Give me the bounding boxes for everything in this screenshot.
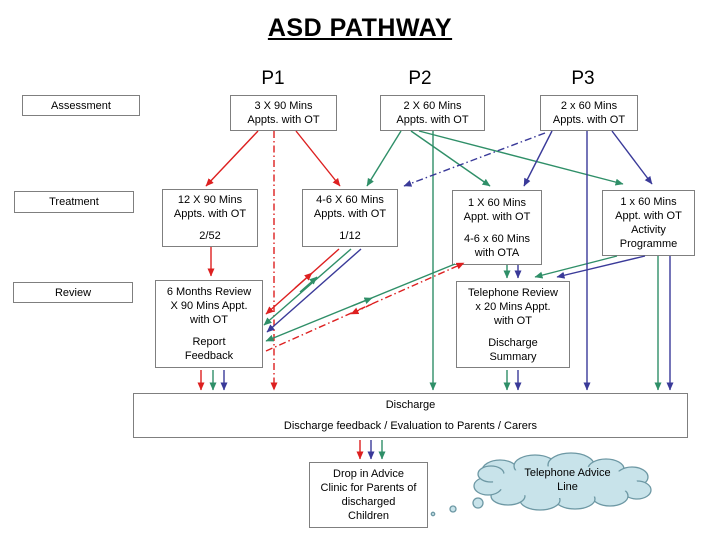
box-line: 12 X 90 Mins: [177, 194, 243, 206]
arrow-p3-assess-to-1x60: [523, 130, 553, 187]
box-note: 2/52: [199, 230, 221, 242]
row-label-review-text: Review: [54, 286, 92, 299]
box-note: 1/12: [339, 230, 361, 242]
box-line: with OT: [190, 314, 228, 326]
box-line: Telephone Review: [468, 286, 558, 299]
thought-bubble-dot: [449, 505, 457, 513]
box-line: Summary: [489, 350, 537, 363]
box-line: discharged: [341, 496, 396, 508]
box-line: 6 Months Review: [166, 286, 252, 298]
box-p3-assessment: 2 x 60 Mins Appts. with OT: [540, 95, 638, 131]
box-discharge: Discharge Discharge feedback / Evaluatio…: [133, 393, 688, 438]
box-line: 4-6 X 60 Mins: [316, 194, 384, 206]
box-p2-assessment: 2 X 60 Mins Appts. with OT: [380, 95, 485, 131]
box-line: Appts. with OT: [313, 208, 387, 220]
box-review-6-months: 6 Months Review X 90 Mins Appt. with OT …: [155, 280, 263, 368]
box-line: Programme: [619, 238, 678, 250]
arrow-review-to-ota-green-mid: [351, 297, 373, 307]
arrow-activity-to-telephone-blue: [556, 255, 646, 279]
box-treatment-activity-programme: 1 x 60 Mins Appt. with OT Activity Progr…: [602, 190, 695, 256]
arrow-review-to-4-6x60-green-mid: [299, 276, 318, 293]
arrow-ota-to-review-green: [265, 263, 456, 342]
box-line: Appt. with OT: [463, 210, 531, 223]
box-line: Feedback: [184, 350, 234, 362]
box-line: Activity: [631, 224, 666, 236]
box-line: 2 X 60 Mins: [403, 100, 462, 112]
telephone-advice-label: Telephone Advice Line: [495, 466, 640, 494]
arrow-activity-to-telephone-green: [534, 255, 618, 279]
box-p1-assessment: 3 X 90 Mins Appts. with OT: [230, 95, 337, 131]
box-line: Drop in Advice: [333, 468, 404, 480]
arrow-ota-to-review-dashdot-mid: [350, 303, 373, 315]
box-line: X 90 Mins Appt.: [170, 300, 248, 312]
arrow-p3-assess-to-activity: [611, 130, 653, 185]
column-label-p3: P3: [571, 68, 595, 89]
box-drop-in-clinic: Drop in Advice Clinic for Parents of dis…: [309, 462, 428, 528]
box-line: with OT: [494, 314, 532, 327]
box-line: Clinic for Parents of: [320, 482, 417, 494]
thought-bubble-dot: [430, 511, 436, 517]
arrow-p2-assess-to-4-6x60: [366, 130, 402, 187]
box-line: x 20 Mins Appt.: [475, 300, 551, 313]
box-line: Line: [557, 481, 578, 493]
arrow-p2-assess-to-1x60: [410, 130, 491, 187]
box-line: 1 X 60 Mins: [467, 196, 527, 209]
box-line: 4-6 x 60 Mins: [463, 232, 531, 245]
arrow-p1-assess-to-12x90: [205, 130, 259, 187]
box-line: Appts. with OT: [173, 208, 247, 220]
box-line: Children: [348, 510, 389, 522]
box-line: 2 x 60 Mins: [560, 100, 618, 112]
column-label-p1: P1: [261, 68, 285, 89]
row-label-review: Review: [13, 282, 133, 303]
arrow-4-6x60-to-review-blue: [266, 248, 362, 333]
page-title: ASD PATHWAY: [267, 14, 453, 42]
box-line: Report: [192, 336, 226, 348]
box-line: Appts. with OT: [552, 114, 626, 126]
thought-bubble-dot: [472, 497, 484, 509]
box-review-telephone: Telephone Review x 20 Mins Appt. with OT…: [456, 281, 570, 368]
row-label-assessment-text: Assessment: [51, 99, 111, 112]
arrow-p2-assess-to-activity: [418, 130, 624, 186]
box-treatment-12x90: 12 X 90 Mins Appts. with OT 2/52: [162, 189, 258, 247]
box-line: 1 x 60 Mins: [620, 196, 677, 208]
row-label-assessment: Assessment: [22, 95, 140, 116]
row-label-treatment-text: Treatment: [49, 196, 99, 208]
discharge-title: Discharge: [385, 399, 436, 411]
column-label-p2: P2: [408, 68, 432, 89]
box-line: Appts. with OT: [247, 114, 320, 126]
arrow-4-6x60-to-review-green: [263, 248, 352, 326]
arrow-review-to-ota-dashdot: [265, 262, 465, 352]
box-line: Appt. with OT: [615, 210, 682, 222]
box-treatment-4-6x60: 4-6 X 60 Mins Appts. with OT 1/12: [302, 189, 398, 247]
arrow-4-6x60-to-review: [265, 248, 340, 315]
box-treatment-1x60-ota: 1 X 60 Mins Appt. with OT 4-6 x 60 Mins …: [452, 190, 542, 265]
row-label-treatment: Treatment: [14, 191, 134, 213]
box-line: Appts. with OT: [396, 114, 469, 126]
arrow-p1-assess-to-4-6x60: [295, 130, 341, 187]
arrow-p3-assess-to-4-6x60-dashdot: [403, 132, 546, 187]
discharge-subtitle: Discharge feedback / Evaluation to Paren…: [283, 420, 538, 432]
arrow-review-to-4-6x60-mid: [294, 272, 313, 289]
box-line: Discharge: [488, 336, 538, 349]
box-line: with OTA: [474, 246, 520, 259]
box-line: 3 X 90 Mins: [254, 100, 313, 112]
box-line: Telephone Advice: [524, 467, 611, 479]
